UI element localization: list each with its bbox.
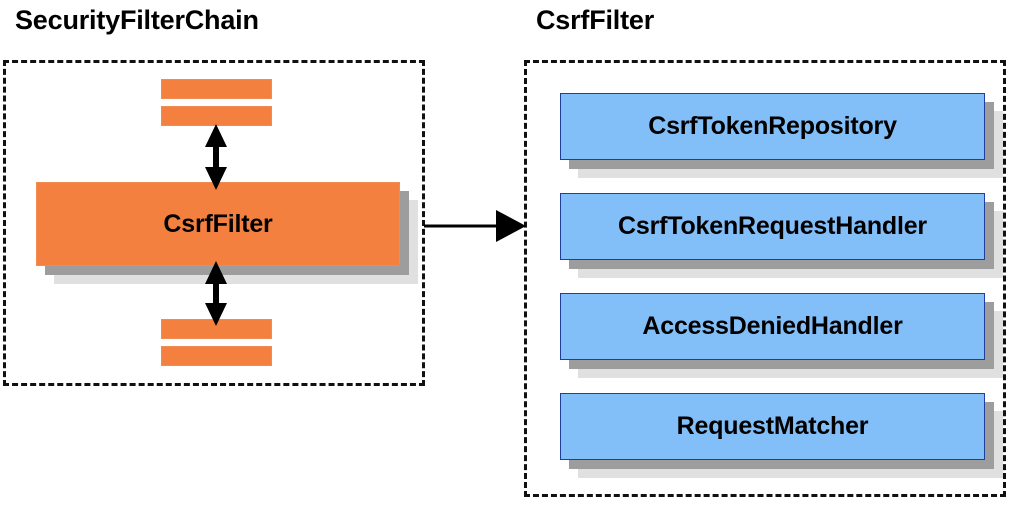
panel-security-filter-chain <box>3 60 425 386</box>
node-label: CsrfTokenRepository <box>648 112 897 140</box>
node-label: RequestMatcher <box>676 412 869 440</box>
node-face: CsrfFilter <box>36 182 400 266</box>
filter-stub-bar-top-2 <box>161 106 272 126</box>
filter-stub-bar-top-1 <box>161 79 272 99</box>
page-title-security-filter-chain: SecurityFilterChain <box>15 5 259 35</box>
filter-stub-bar-bottom-1 <box>161 319 272 339</box>
page-title-csrf-filter: CsrfFilter <box>536 5 655 35</box>
node-face: CsrfTokenRequestHandler <box>560 193 985 260</box>
node-csrf-token-request-handler[interactable]: CsrfTokenRequestHandler <box>560 193 1003 278</box>
node-csrf-filter[interactable]: CsrfFilter <box>36 182 418 284</box>
node-access-denied-handler[interactable]: AccessDeniedHandler <box>560 293 1003 378</box>
node-face: RequestMatcher <box>560 393 985 460</box>
node-label: CsrfFilter <box>163 209 273 238</box>
node-face: CsrfTokenRepository <box>560 93 985 160</box>
filter-stub-bar-bottom-2 <box>161 346 272 366</box>
node-label: CsrfTokenRequestHandler <box>618 212 927 240</box>
node-face: AccessDeniedHandler <box>560 293 985 360</box>
node-csrf-token-repository[interactable]: CsrfTokenRepository <box>560 93 1003 178</box>
panel-csrf-filter <box>524 60 1006 497</box>
node-label: AccessDeniedHandler <box>642 312 903 340</box>
arrow-right-icon <box>424 210 526 242</box>
node-request-matcher[interactable]: RequestMatcher <box>560 393 1003 478</box>
